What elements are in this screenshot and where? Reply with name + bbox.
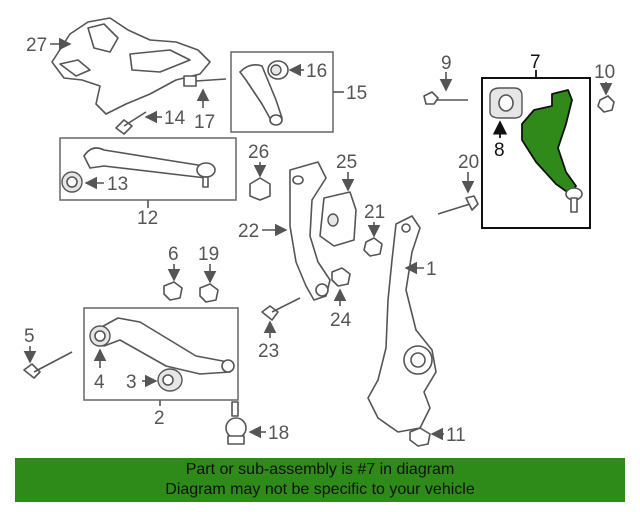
callout-5[interactable]: 5 bbox=[24, 326, 35, 347]
banner-line-2: Diagram may not be specific to your vehi… bbox=[165, 481, 475, 498]
callout-22[interactable]: 22 bbox=[238, 221, 259, 242]
callout-7[interactable]: 7 bbox=[530, 52, 541, 73]
arm-2-part[interactable] bbox=[89, 317, 235, 392]
callout-15[interactable]: 15 bbox=[346, 83, 367, 104]
bracket-22-part[interactable] bbox=[289, 161, 331, 301]
shield-25-part[interactable] bbox=[319, 191, 357, 247]
bolt-20-part[interactable] bbox=[437, 195, 479, 215]
bolt-17-part[interactable] bbox=[183, 75, 227, 87]
callout-14[interactable]: 14 bbox=[164, 108, 186, 129]
nut-11-part[interactable] bbox=[409, 427, 431, 447]
callout-6[interactable]: 6 bbox=[168, 244, 179, 265]
arm-15-part[interactable] bbox=[239, 60, 289, 126]
nut-26-part[interactable] bbox=[249, 177, 271, 201]
knuckle-1-part[interactable] bbox=[367, 215, 437, 433]
ball-joint-18-part[interactable] bbox=[225, 401, 247, 445]
subframe-part[interactable] bbox=[51, 17, 211, 115]
control-arm-7-part[interactable] bbox=[489, 87, 583, 213]
bolt-14-part[interactable] bbox=[115, 111, 147, 135]
info-banner: Part or sub-assembly is #7 in diagram Di… bbox=[15, 458, 625, 502]
callout-16[interactable]: 16 bbox=[306, 61, 327, 82]
callout-18[interactable]: 18 bbox=[268, 423, 289, 444]
nut-24-part[interactable] bbox=[331, 267, 351, 287]
callout-10[interactable]: 10 bbox=[594, 62, 615, 83]
nut-21-part[interactable] bbox=[363, 237, 383, 257]
callout-2[interactable]: 2 bbox=[154, 408, 165, 429]
callout-26[interactable]: 26 bbox=[248, 142, 269, 163]
callout-11[interactable]: 11 bbox=[446, 425, 466, 446]
callout-17[interactable]: 17 bbox=[194, 112, 215, 133]
callout-27[interactable]: 27 bbox=[26, 35, 47, 56]
callout-20[interactable]: 20 bbox=[458, 152, 479, 173]
callout-8[interactable]: 8 bbox=[494, 140, 505, 161]
callout-3[interactable]: 3 bbox=[126, 372, 137, 393]
bolt-9-part[interactable] bbox=[423, 91, 468, 105]
bolt-23-part[interactable] bbox=[261, 297, 301, 321]
callout-21[interactable]: 21 bbox=[364, 202, 385, 223]
callout-24[interactable]: 24 bbox=[330, 310, 352, 331]
bolt-5-part[interactable] bbox=[23, 351, 73, 379]
callout-4[interactable]: 4 bbox=[94, 372, 105, 393]
callout-1[interactable]: 1 bbox=[426, 259, 437, 280]
callout-13[interactable]: 13 bbox=[107, 174, 128, 195]
assembly-box-2 bbox=[83, 307, 239, 401]
parts-diagram: 27 14 17 16 15 9 7 8 1 bbox=[23, 17, 615, 447]
callout-25[interactable]: 25 bbox=[336, 152, 357, 173]
nut-10-part[interactable] bbox=[597, 95, 615, 113]
callout-12[interactable]: 12 bbox=[137, 208, 158, 229]
arm-12-part[interactable] bbox=[61, 147, 216, 193]
callout-9[interactable]: 9 bbox=[441, 53, 452, 74]
callout-19[interactable]: 19 bbox=[198, 244, 219, 265]
nut-6-part[interactable] bbox=[163, 281, 183, 301]
banner-line-1: Part or sub-assembly is #7 in diagram bbox=[185, 461, 455, 478]
nut-19-part[interactable] bbox=[199, 283, 219, 303]
callout-23[interactable]: 23 bbox=[258, 341, 279, 362]
